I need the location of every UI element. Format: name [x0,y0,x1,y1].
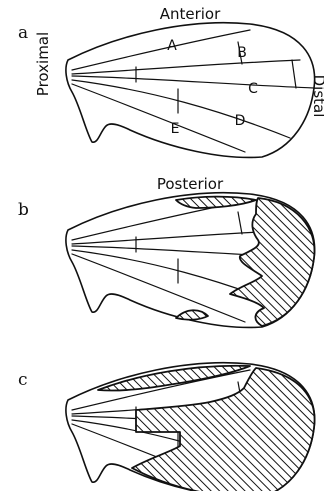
region-label-c: C [248,81,258,97]
region-label-a: A [167,38,177,54]
wing-outline-a [66,23,315,158]
posterior-label: Posterior [157,175,224,193]
panel-c: c [18,363,315,491]
region-label-b: B [237,45,247,61]
panel-letter-a: a [18,23,28,43]
region-label-d: D [235,113,246,129]
region-label-e: E [171,121,180,137]
proximal-label: Proximal [34,32,52,96]
panel-letter-b: b [18,200,29,220]
panel-b: b [18,193,315,328]
anterior-label: Anterior [160,5,221,23]
panel-letter-c: c [18,370,28,390]
panel-a: a Anterior Posterior Proximal Distal A B… [18,5,324,193]
